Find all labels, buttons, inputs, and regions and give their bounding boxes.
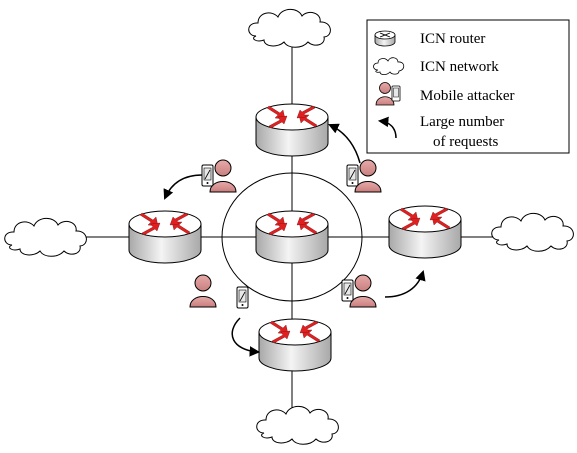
legend-label-icn-router: ICN router <box>420 31 485 47</box>
cloud-bottom <box>256 405 339 445</box>
cloud-left <box>4 217 87 257</box>
request-arrow-upper-right <box>328 123 361 164</box>
request-arrow-right <box>384 269 426 298</box>
legend-label-large-number: Large number <box>420 114 504 130</box>
mobile-attacker-upper-left <box>201 159 237 193</box>
mobile-attacker-right <box>341 274 377 308</box>
request-arrows <box>163 123 426 357</box>
router-bottom <box>258 318 332 372</box>
request-arrow-lower-left <box>231 317 261 357</box>
mobile-attacker-upper-right <box>346 159 382 193</box>
mobile-attacker-icon <box>375 82 401 106</box>
router-icon <box>374 30 396 47</box>
legend-label-mobile-attacker: Mobile attacker <box>420 88 515 104</box>
curved-arrow-icon <box>377 116 397 139</box>
cloud-icon <box>373 57 405 76</box>
router-left <box>128 210 202 264</box>
mobile-attacker-lower-left <box>189 274 249 309</box>
router-top <box>255 103 329 157</box>
legend-label-of-requests: of requests <box>433 134 499 150</box>
cloud-top <box>248 8 331 48</box>
legend: ICN router ICN network Mobile attacker L… <box>366 19 570 154</box>
request-arrow-upper-left <box>163 174 203 200</box>
router-center <box>255 210 329 264</box>
legend-label-icn-network: ICN network <box>420 59 499 75</box>
core-ring <box>221 172 363 302</box>
router-right <box>388 205 462 259</box>
legend-box <box>366 19 570 154</box>
cloud-right <box>491 212 574 252</box>
